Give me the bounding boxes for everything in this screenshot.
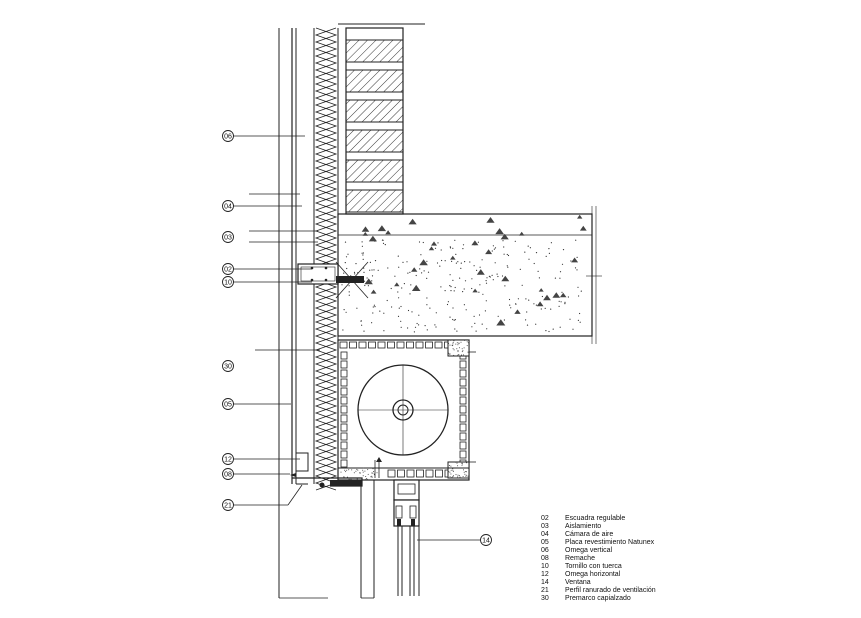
callout-30: 30 bbox=[222, 349, 320, 372]
legend-item: 10 Tornillo con tuerca bbox=[541, 563, 741, 571]
legend-code: 04 bbox=[541, 531, 549, 539]
legend-item: 02 Escuadra regulable bbox=[541, 515, 741, 523]
svg-text:05: 05 bbox=[224, 402, 232, 409]
legend-item: 06 Omega vertical bbox=[541, 547, 741, 555]
legend-label: Cámara de aire bbox=[565, 531, 614, 539]
legend-label: Aislamiento bbox=[565, 523, 602, 531]
legend-item: 14 Ventana bbox=[541, 579, 741, 587]
svg-text:06: 06 bbox=[224, 134, 232, 141]
svg-text:30: 30 bbox=[224, 364, 232, 371]
callout-05: 05 bbox=[222, 398, 291, 410]
legend-label: Omega vertical bbox=[565, 547, 613, 555]
insulation-layer bbox=[313, 27, 339, 491]
legend-label: Tornillo con tuerca bbox=[565, 563, 622, 571]
legend-item: 04 Cámara de aire bbox=[541, 531, 741, 539]
legend-code: 02 bbox=[541, 515, 549, 522]
svg-text:04: 04 bbox=[224, 204, 232, 211]
svg-text:14: 14 bbox=[482, 538, 490, 545]
callout-06: 06 bbox=[222, 130, 305, 142]
brick-wall bbox=[338, 23, 425, 215]
legend-code: 03 bbox=[541, 523, 549, 531]
legend-item: 12 Omega horizontal bbox=[541, 571, 741, 579]
window-frame bbox=[360, 479, 420, 599]
legend-code: 05 bbox=[541, 539, 549, 547]
svg-text:03: 03 bbox=[224, 235, 232, 242]
legend-item: 08 Remache bbox=[541, 555, 741, 563]
callout-21: 21 bbox=[222, 484, 303, 511]
callout-03: 03 bbox=[222, 230, 318, 243]
legend-item: 30 Premarco capialzado bbox=[541, 595, 741, 603]
legend-label: Perfil ranurado de ventilación bbox=[565, 587, 656, 595]
legend-code: 21 bbox=[541, 587, 549, 595]
legend-item: 21 Perfil ranurado de ventilación bbox=[541, 587, 741, 595]
legend-label: Escuadra regulable bbox=[565, 515, 626, 522]
callouts: 06 04 03 02 10 30 bbox=[222, 130, 492, 546]
callout-14: 14 bbox=[417, 534, 492, 546]
svg-text:21: 21 bbox=[224, 503, 232, 510]
legend-code: 12 bbox=[541, 571, 549, 579]
legend-label: Placa revestimiento Natunex bbox=[565, 539, 655, 547]
legend-item: 05 Placa revestimiento Natunex bbox=[541, 539, 741, 547]
svg-text:10: 10 bbox=[224, 280, 232, 287]
cladding-panel bbox=[278, 28, 328, 599]
legend-item: 03 Aislamiento bbox=[541, 523, 741, 531]
legend-code: 06 bbox=[541, 547, 549, 555]
legend-code: 14 bbox=[541, 579, 549, 587]
ventilation-profile bbox=[290, 452, 363, 488]
legend-label: Premarco capialzado bbox=[565, 595, 631, 603]
legend-label: Omega horizontal bbox=[565, 571, 621, 579]
callout-04: 04 bbox=[222, 193, 302, 212]
legend-label: Remache bbox=[565, 555, 595, 563]
legend-code: 30 bbox=[541, 595, 549, 603]
legend-code: 08 bbox=[541, 555, 549, 563]
svg-text:08: 08 bbox=[224, 472, 232, 479]
concrete-slab bbox=[337, 206, 602, 344]
roller-shutter-box bbox=[337, 339, 476, 481]
callout-08: 08 bbox=[222, 468, 290, 480]
legend: 02 Escuadra regulable 03 Aislamiento 04 Cámar… bbox=[541, 515, 741, 604]
callout-10: 10 bbox=[222, 276, 312, 288]
callout-02: 02 bbox=[222, 263, 312, 275]
svg-text:02: 02 bbox=[224, 267, 232, 274]
legend-label: Ventana bbox=[565, 579, 591, 587]
legend-code: 10 bbox=[541, 563, 549, 571]
svg-text:12: 12 bbox=[224, 457, 232, 464]
callout-12: 12 bbox=[222, 453, 300, 465]
